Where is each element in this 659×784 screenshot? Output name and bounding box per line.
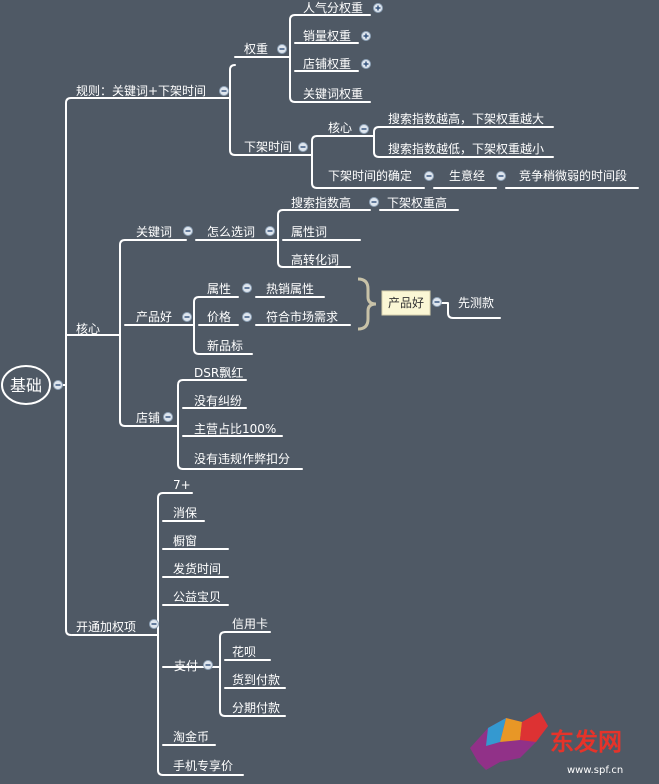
pay-item: 花呗 xyxy=(232,644,256,659)
shop-item: 没有纠纷 xyxy=(194,393,242,408)
root-node[interactable] xyxy=(1,365,51,405)
rights-item: 7+ xyxy=(173,478,191,492)
collapse-toggles xyxy=(53,44,506,670)
collapse-icon[interactable] xyxy=(369,197,379,207)
collapse-icon[interactable] xyxy=(496,171,506,181)
watermark-logo: 东发网 www.spf.cn xyxy=(470,712,623,776)
shop-item: 没有违规作弊扣分 xyxy=(194,451,290,466)
delist-high-label: 下架权重高 xyxy=(387,195,447,210)
expand-toggles xyxy=(361,3,383,69)
attr-word-label: 属性词 xyxy=(291,225,327,239)
collapse-icon[interactable] xyxy=(203,660,213,670)
business-label: 生意经 xyxy=(449,168,485,183)
collapse-icon[interactable] xyxy=(298,142,308,152)
expand-icon[interactable] xyxy=(361,31,371,41)
pay-item: 分期付款 xyxy=(232,701,280,715)
rule-branch-label: 规则：关键词+下架时间 xyxy=(76,83,206,98)
collapse-icon[interactable] xyxy=(182,312,192,322)
delist-core-label: 核心 xyxy=(328,121,352,135)
logo-shape xyxy=(486,718,506,746)
callout-label: 产品好 xyxy=(388,296,424,310)
logo-shape xyxy=(500,718,522,742)
collapse-icon[interactable] xyxy=(163,412,173,422)
rights-item: 公益宝贝 xyxy=(173,590,221,604)
core-branch-label: 核心 xyxy=(76,322,100,336)
keyword-label: 关键词 xyxy=(136,225,172,239)
weight-item: 销量权重 xyxy=(303,29,351,43)
weight-label: 权重 xyxy=(244,42,268,56)
pay-item: 货到付款 xyxy=(232,672,280,687)
watermark-url: www.spf.cn xyxy=(567,765,623,776)
period-label: 竞争稍微弱的时间段 xyxy=(519,168,627,183)
shop-label: 店铺 xyxy=(136,411,160,425)
group-brace xyxy=(357,277,377,331)
pay-item: 信用卡 xyxy=(232,617,268,631)
collapse-icon[interactable] xyxy=(242,283,252,293)
attr-label: 属性 xyxy=(207,282,231,296)
delist-core-item: 搜索指数越高，下架权重越大 xyxy=(388,111,544,126)
market-label: 符合市场需求 xyxy=(266,309,338,324)
rights-item: 发货时间 xyxy=(173,561,221,576)
delist-determine: 下架时间的确定 xyxy=(328,168,412,183)
collapse-icon[interactable] xyxy=(265,226,275,236)
collapse-icon[interactable] xyxy=(53,380,63,390)
collapse-icon[interactable] xyxy=(432,297,442,307)
collapse-icon[interactable] xyxy=(359,124,369,134)
expand-icon[interactable] xyxy=(373,3,383,13)
delist-label: 下架时间 xyxy=(244,140,292,154)
root-label: 基础 xyxy=(10,376,42,395)
new-tag-label: 新品标 xyxy=(207,338,243,353)
callout-box[interactable] xyxy=(381,290,431,316)
rights-item: 淘金币 xyxy=(173,729,209,744)
high-conv-label: 高转化词 xyxy=(291,252,339,267)
logo-shape xyxy=(520,712,548,742)
price-label: 价格 xyxy=(207,309,231,324)
rights-branch-label: 开通加权项 xyxy=(76,620,136,634)
expand-icon[interactable] xyxy=(361,59,371,69)
rights-item: 橱窗 xyxy=(173,534,197,548)
rights-item: 消保 xyxy=(173,506,197,520)
search-high-label: 搜索指数高 xyxy=(291,195,351,210)
hot-attr-label: 热销属性 xyxy=(266,282,314,296)
test-label: 先测款 xyxy=(458,296,494,310)
shop-item: DSR飘红 xyxy=(194,365,243,380)
weight-item: 人气分权重 xyxy=(303,0,363,15)
collapse-icon[interactable] xyxy=(424,171,434,181)
weight-item: 店铺权重 xyxy=(303,57,351,71)
collapse-icon[interactable] xyxy=(242,312,252,322)
rights-item: 手机专享价 xyxy=(173,758,233,773)
shop-item: 主营占比100% xyxy=(194,421,276,436)
how-to-choose-label: 怎么选词 xyxy=(207,224,255,239)
collapse-icon[interactable] xyxy=(277,44,287,54)
collapse-icon[interactable] xyxy=(183,226,193,236)
collapse-icon[interactable] xyxy=(219,86,229,96)
collapse-icon[interactable] xyxy=(149,619,159,629)
pay-label: 支付 xyxy=(174,659,198,673)
weight-item: 关键词权重 xyxy=(303,87,363,101)
product-label: 产品好 xyxy=(136,310,172,324)
connector-lines xyxy=(58,14,639,776)
logo-text: 东发网 xyxy=(550,727,622,756)
delist-core-item: 搜索指数越低，下架权重越小 xyxy=(388,141,544,156)
